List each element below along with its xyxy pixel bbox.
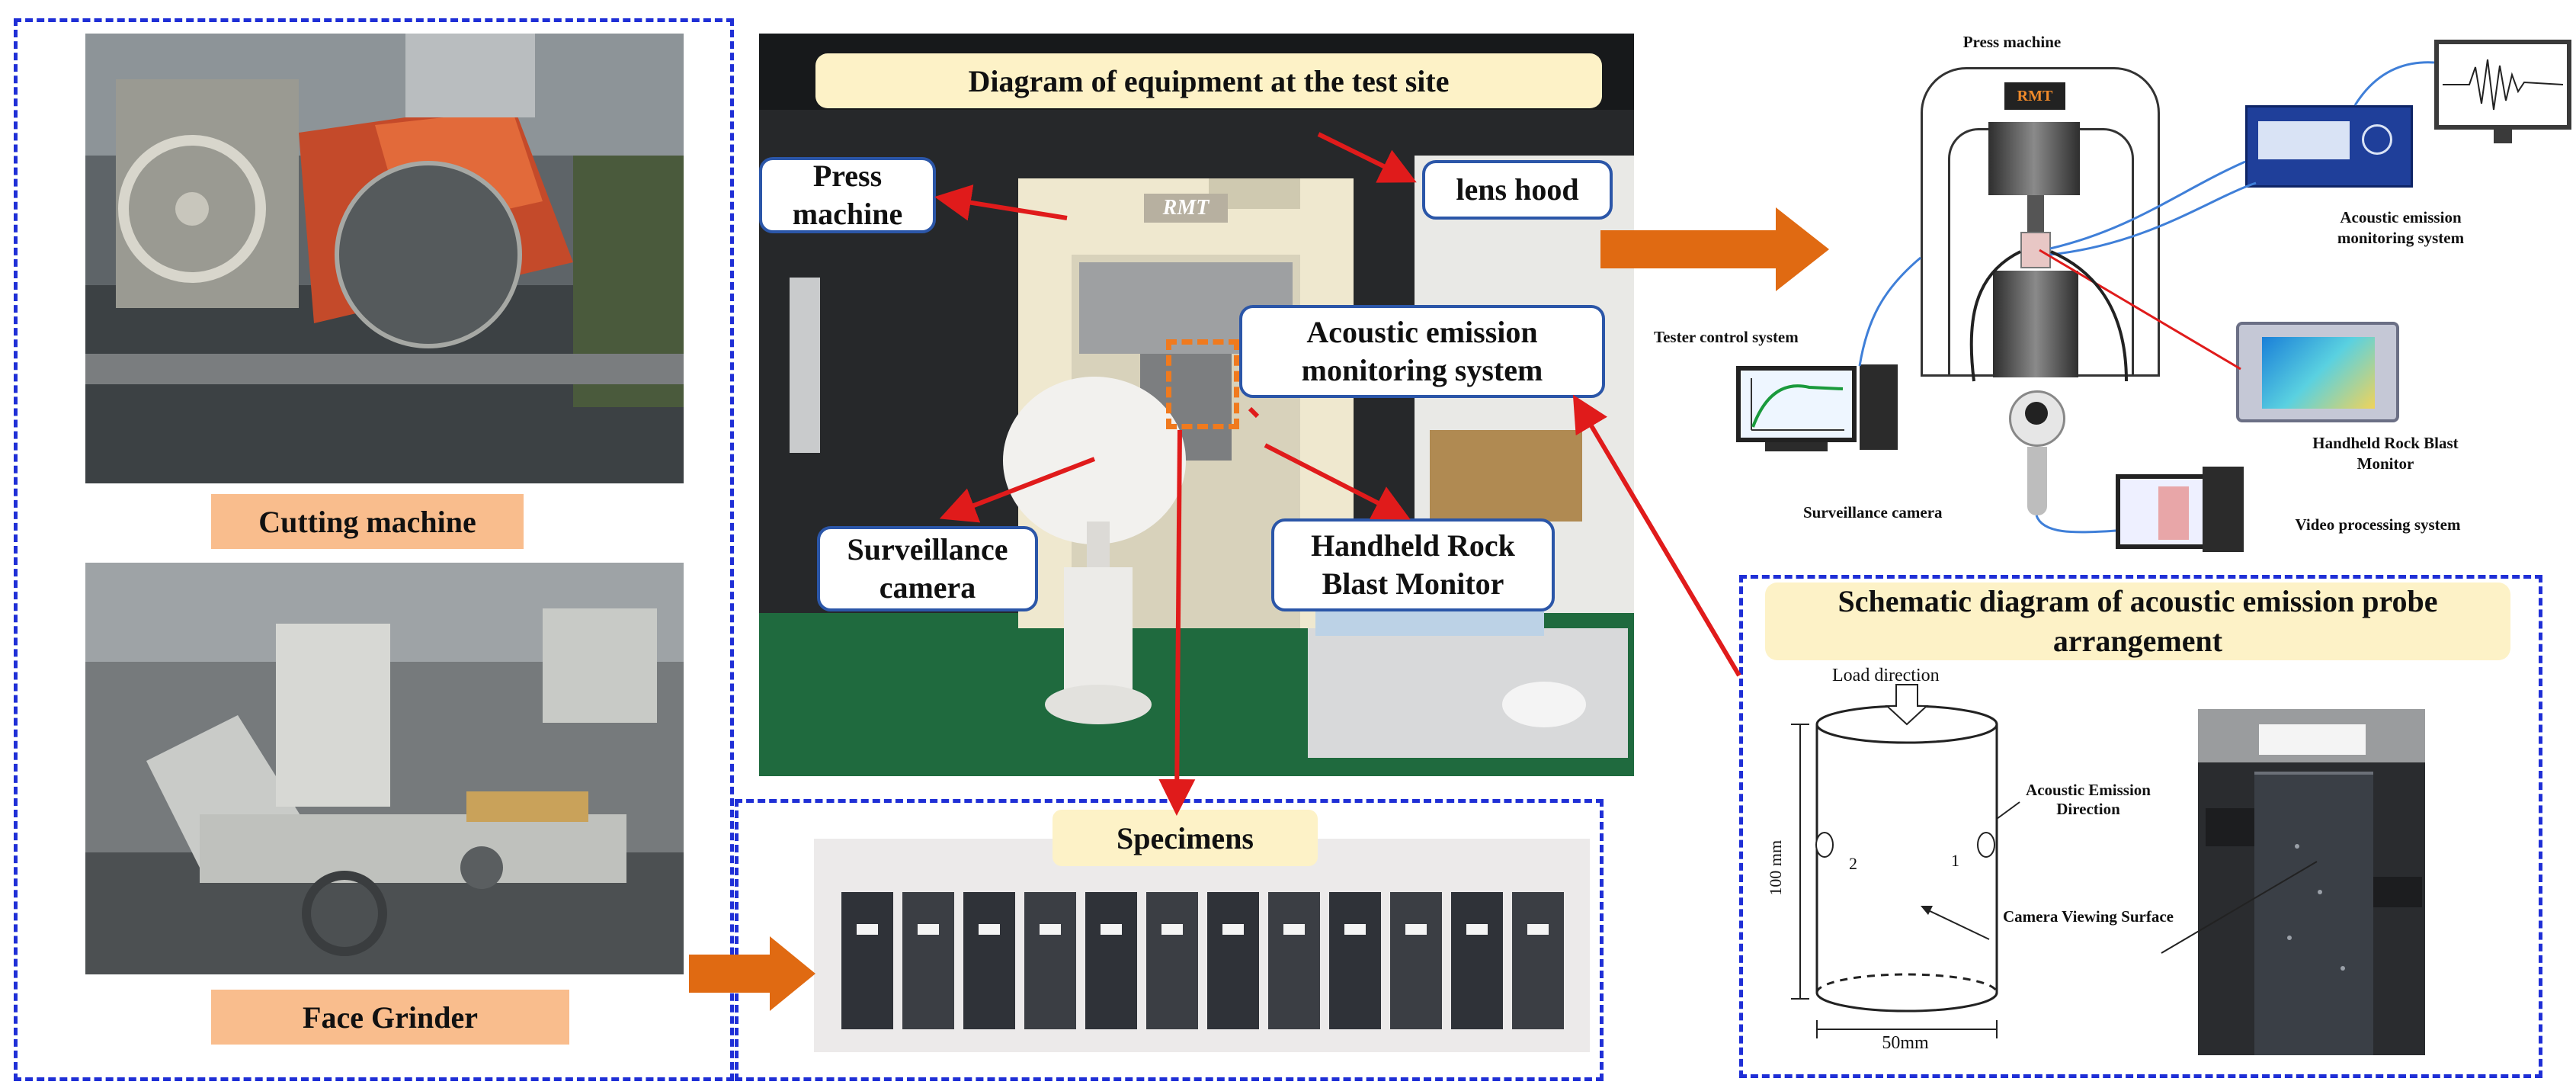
red-arrow-camera bbox=[939, 457, 1096, 523]
cable-press-to-tester bbox=[1858, 256, 1921, 367]
specimen-cylinder bbox=[963, 892, 1015, 1029]
tester-control-base bbox=[1765, 442, 1828, 451]
specimen-tag bbox=[1101, 924, 1122, 935]
specimen-cylinder bbox=[1390, 892, 1442, 1029]
specimens-photo bbox=[814, 839, 1590, 1052]
probe-title: Schematic diagram of acoustic emission p… bbox=[1765, 583, 2510, 660]
specimens-label: Specimens bbox=[1053, 810, 1318, 866]
specimen-cylinder bbox=[902, 892, 954, 1029]
schematic-upper-platen bbox=[1988, 122, 2080, 195]
schematic-rod bbox=[2027, 195, 2044, 241]
callout-handheld-monitor: Handheld Rock Blast Monitor bbox=[1271, 518, 1555, 611]
site-title: Diagram of equipment at the test site bbox=[815, 53, 1602, 108]
specimen-tag bbox=[1040, 924, 1061, 935]
specimen-tag bbox=[1161, 924, 1183, 935]
specimen-cylinder bbox=[1024, 892, 1076, 1029]
specimen-tag bbox=[918, 924, 939, 935]
camera-surface-arrowhead bbox=[1921, 906, 1933, 915]
left-panel-frame bbox=[14, 18, 734, 1081]
specimen-cylinder bbox=[1512, 892, 1564, 1029]
sensor-wires bbox=[1969, 250, 2128, 382]
specimen-highlight-box bbox=[1166, 339, 1239, 429]
load-direction-label: Load direction bbox=[1832, 666, 1940, 685]
schematic-press-label: Press machine bbox=[1962, 33, 2062, 51]
red-arrow-probe-panel bbox=[1572, 394, 1741, 677]
specimen-tag bbox=[1222, 924, 1244, 935]
photo-leader bbox=[2161, 861, 2318, 954]
callout-surveillance-camera: Surveillance camera bbox=[817, 526, 1038, 611]
specimen-cylinder bbox=[1085, 892, 1137, 1029]
cutting-machine-label: Cutting machine bbox=[211, 494, 524, 549]
cable-ae-to-monitor bbox=[2353, 61, 2435, 106]
specimen-cylinder bbox=[841, 892, 893, 1029]
machine-brand-plate: RMT bbox=[1144, 194, 1228, 223]
specimen-cylinder bbox=[1268, 892, 1320, 1029]
schematic-brand-badge: RMT bbox=[2004, 82, 2065, 110]
video-tower bbox=[2203, 467, 2244, 552]
camera-neck bbox=[2027, 447, 2047, 515]
specimen-tag bbox=[1344, 924, 1366, 935]
specimen-tag bbox=[1527, 924, 1549, 935]
probe-sensor-1 bbox=[1977, 832, 1995, 858]
face-grinder-label: Face Grinder bbox=[211, 990, 569, 1045]
specimen-tag bbox=[1283, 924, 1305, 935]
callout-acoustic-emission: Acoustic emission monitoring system bbox=[1239, 305, 1605, 398]
camera-surface-leader bbox=[1924, 908, 1990, 940]
orange-arrow-grinder-to-specimens bbox=[689, 936, 815, 1011]
camera-label: Surveillance camera bbox=[1803, 503, 1943, 522]
tester-control-tower bbox=[1860, 364, 1898, 450]
cable-press-to-ae bbox=[2049, 160, 2246, 250]
probe-sensor-2 bbox=[1815, 832, 1834, 858]
red-arrow-lens bbox=[1317, 132, 1417, 183]
probe-number-2: 2 bbox=[1849, 854, 1857, 873]
camera-surface-label: Camera Viewing Surface bbox=[2003, 907, 2174, 926]
specimen-cylinder bbox=[1451, 892, 1503, 1029]
probe-frame bbox=[1739, 575, 2542, 1078]
face-grinder-photo bbox=[85, 563, 684, 974]
waveform-monitor bbox=[2434, 40, 2571, 130]
red-arrow-press bbox=[934, 185, 1068, 221]
camera-icon bbox=[2009, 390, 2065, 447]
specimen-probe-photo bbox=[2198, 709, 2425, 1055]
red-line-specimen-to-handheld bbox=[2039, 249, 2241, 371]
specimen-tag bbox=[857, 924, 878, 935]
red-arrow-ae bbox=[1248, 406, 1260, 419]
handheld-monitor-label: Handheld Rock Blast Monitor bbox=[2312, 434, 2459, 473]
tester-control-monitor bbox=[1736, 366, 1857, 442]
probe-cylinder bbox=[1815, 704, 1998, 1013]
specimen-tag bbox=[1466, 924, 1488, 935]
waveform-monitor-stand bbox=[2494, 130, 2512, 143]
specimen-tag bbox=[1405, 924, 1427, 935]
callout-lens-hood: lens hood bbox=[1422, 160, 1613, 220]
acoustic-emission-label: Acoustic emission monitoring system bbox=[2337, 208, 2465, 248]
tester-control-label: Tester control system bbox=[1654, 328, 1799, 346]
video-processing-label: Video processing system bbox=[2295, 515, 2461, 534]
schematic-specimen bbox=[2020, 232, 2051, 268]
probe-number-1: 1 bbox=[1951, 851, 1959, 870]
handheld-monitor-device bbox=[2236, 322, 2399, 422]
orange-arrow-site-to-schematic bbox=[1600, 207, 1829, 291]
cable-press-to-ae-2 bbox=[2049, 181, 2257, 256]
callout-press-machine: Press machine bbox=[759, 157, 936, 233]
specimen-tag bbox=[979, 924, 1000, 935]
schematic-lower-platen bbox=[1993, 271, 2078, 377]
red-arrow-handheld bbox=[1264, 443, 1411, 520]
specimen-cylinder bbox=[1207, 892, 1259, 1029]
ae-direction-label: Acoustic Emission Direction bbox=[2026, 781, 2151, 819]
specimen-cylinder bbox=[1146, 892, 1198, 1029]
load-arrow bbox=[1885, 684, 1929, 726]
ae-direction-leader bbox=[1996, 801, 2020, 820]
cable-camera-to-video bbox=[2035, 515, 2116, 534]
acoustic-emission-device bbox=[2245, 105, 2413, 188]
width-dimension-label: 50mm bbox=[1882, 1033, 1929, 1053]
specimen-cylinder bbox=[1329, 892, 1381, 1029]
cutting-machine-photo bbox=[85, 34, 684, 483]
red-arrow-specimens bbox=[1158, 429, 1196, 816]
